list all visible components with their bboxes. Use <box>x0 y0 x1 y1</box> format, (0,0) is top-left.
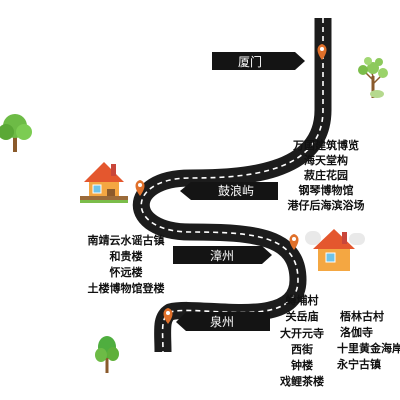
stop-sign-gulangyu: 鼓浪屿 <box>180 182 278 200</box>
attraction-label: 怀远楼 <box>110 265 143 279</box>
tree-icon <box>358 57 388 98</box>
attraction-label: 洛伽寺 <box>340 325 373 339</box>
winding-road <box>132 18 332 353</box>
location-pin-icon <box>289 234 299 250</box>
tree-icon <box>0 114 32 152</box>
attraction-list-gulangyu: 万国建筑博览 海天堂构 菽庄花园 钢琴博物馆 港仔后海滨浴场 <box>288 138 365 212</box>
attraction-list-quanzhou-more: 梧林古村 洛伽寺 十里黄金海岸 永宁古镇 <box>336 309 400 371</box>
attraction-label: 十里黄金海岸 <box>337 341 400 355</box>
location-pin-icon <box>163 308 173 324</box>
stop-name-zhangzhou: 漳州 <box>210 248 234 263</box>
attraction-label: 土楼博物馆登楼 <box>88 281 165 295</box>
attraction-label: 万国建筑博览 <box>292 138 359 152</box>
attraction-list-quanzhou: 蟳埔村 关岳庙 大开元寺 西街 钟楼 戏鲤茶楼 <box>279 293 324 388</box>
location-pin-icon <box>135 180 145 196</box>
attraction-label: 戏鲤茶楼 <box>279 374 324 388</box>
attraction-label: 钢琴博物馆 <box>299 183 354 197</box>
stop-name-quanzhou: 泉州 <box>210 315 234 329</box>
stop-sign-zhangzhou: 漳州 <box>173 246 272 264</box>
attraction-label: 永宁古镇 <box>336 357 381 371</box>
stop-sign-xiamen: 厦门 <box>212 52 305 70</box>
stop-name-gulangyu: 鼓浪屿 <box>218 183 254 198</box>
attraction-label: 和贵楼 <box>110 249 143 263</box>
attraction-list-zhangzhou: 南靖云水谣古镇 和贵楼 怀远楼 土楼博物馆登楼 <box>88 233 165 295</box>
attraction-label: 菽庄花园 <box>304 168 348 182</box>
tree-icon <box>95 336 119 373</box>
bush-icon <box>370 90 384 98</box>
house-icon <box>80 162 128 203</box>
attraction-label: 海天堂构 <box>304 153 348 167</box>
location-pin-icon <box>317 44 327 60</box>
attraction-label: 港仔后海滨浴场 <box>288 198 365 212</box>
house-icon <box>305 229 365 271</box>
attraction-label: 梧林古村 <box>340 309 384 323</box>
attraction-label: 南靖云水谣古镇 <box>88 233 165 247</box>
attraction-label: 关岳庙 <box>286 309 319 323</box>
attraction-label: 蟳埔村 <box>286 293 319 307</box>
stop-name-xiamen: 厦门 <box>238 54 262 69</box>
attraction-label: 大开元寺 <box>280 326 324 340</box>
attraction-label: 钟楼 <box>291 358 313 372</box>
attraction-label: 西街 <box>291 342 313 356</box>
stop-sign-quanzhou: 泉州 <box>176 312 270 331</box>
